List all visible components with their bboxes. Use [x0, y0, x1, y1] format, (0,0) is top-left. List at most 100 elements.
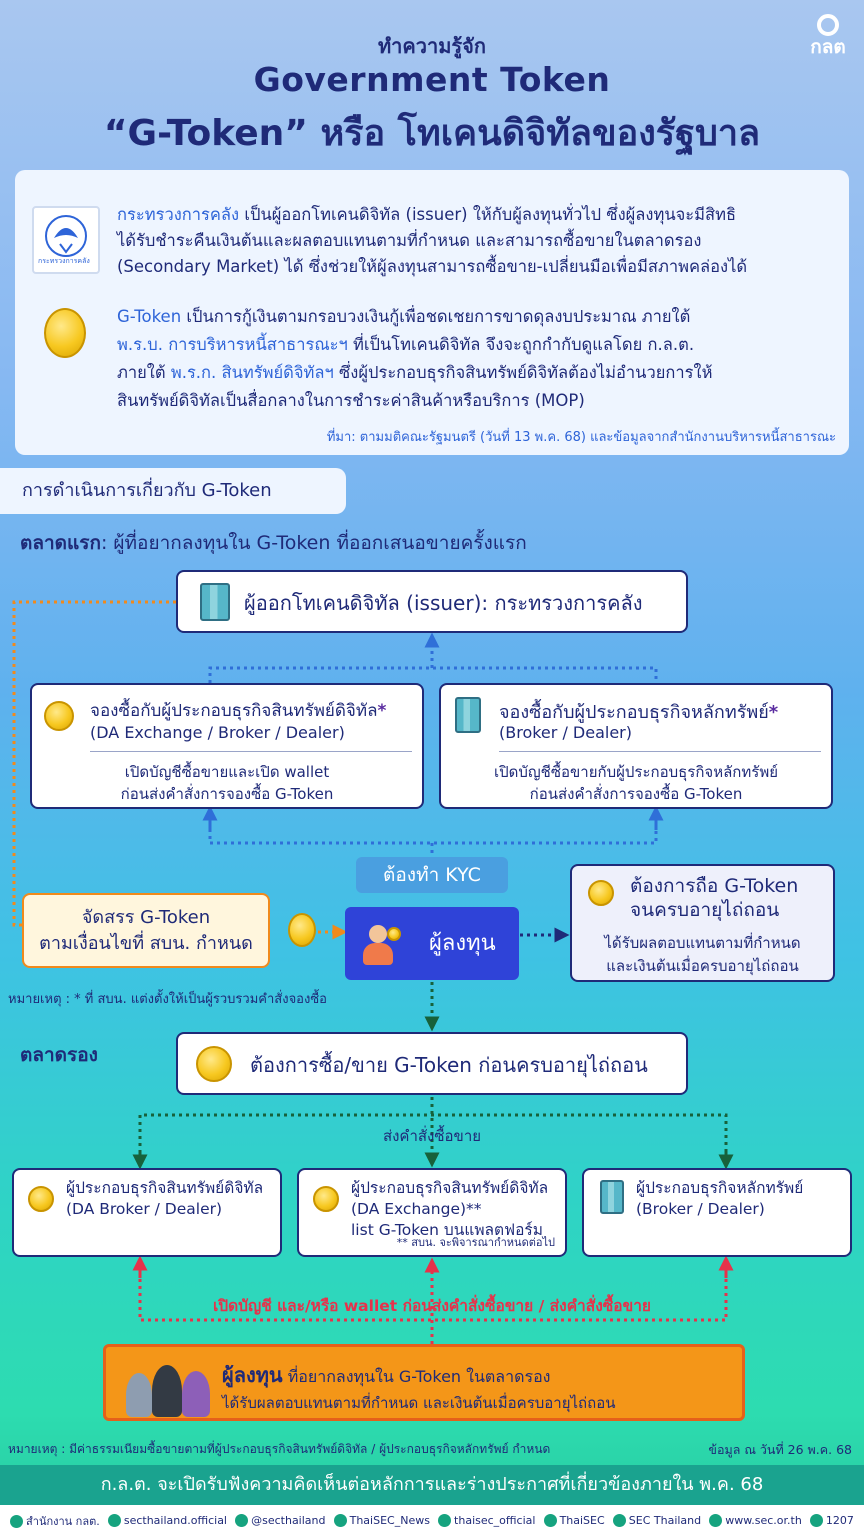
info-p2-text-b: ที่เป็นโทเคนดิจิทัล จึงจะถูกกำกับดูแลโดย… — [347, 335, 695, 354]
da-broker-icon — [28, 1186, 54, 1212]
da-exchange-box: ผู้ประกอบธุรกิจสินทรัพย์ดิจิทัล(DA Excha… — [297, 1168, 567, 1257]
da-broker-box: ผู้ประกอบธุรกิจสินทรัพย์ดิจิทัล (DA Broke… — [12, 1168, 282, 1257]
trade-before-maturity-box: ต้องการซื้อ/ขาย G-Token ก่อนครบอายุไถ่ถอ… — [176, 1032, 688, 1095]
send-order-label: ส่งคำสั่งซื้อขาย — [382, 1127, 482, 1145]
header-subtitle: ทำความรู้จัก — [377, 34, 486, 58]
footer-instagram[interactable]: secthailand.official — [107, 1513, 227, 1528]
appointment-note: หมายเหตุ : * ที่ สบน. แต่งตั้งให้เป็นผู้… — [8, 992, 327, 1007]
open-account-label: เปิดบัญชี และ/หรือ wallet ก่อนส่งคำสั่งซ… — [212, 1297, 652, 1315]
info-p1-line2: ได้รับชำระคืนเงินต้นและผลตอบแทนตามที่กำห… — [117, 231, 702, 250]
securities-building-icon — [600, 1180, 624, 1214]
info-p2-highlight: G-Token — [117, 307, 182, 326]
info-p1-highlight: กระทรวงการคลัง — [117, 205, 240, 224]
allocation-title: จัดสรร G-Token — [81, 907, 211, 928]
footer-office-text: สำนักงาน กลต. — [26, 1514, 100, 1528]
da-subscription-box: จองซื้อกับผู้ประกอบธุรกิจสินทรัพย์ดิจิทั… — [30, 683, 424, 809]
logo-text: กลต — [810, 36, 846, 58]
hand-coin-icon — [588, 880, 614, 906]
footer-youtube[interactable]: ThaiSEC — [543, 1513, 605, 1528]
footer-website-text: www.sec.or.th — [725, 1513, 802, 1527]
securities-subscription-box: จองซื้อกับผู้ประกอบธุรกิจหลักทรัพย์* (Br… — [439, 683, 833, 809]
info-p2-line3: ภายใต้ พ.ร.ก. สินทรัพย์ดิจิทัลฯ ซึ่งผู้ป… — [117, 360, 712, 386]
da-broker-sub: (DA Broker / Dealer) — [66, 1200, 223, 1218]
secondary-market-label: ตลาดรอง — [20, 1044, 98, 1066]
footer-facebook-text: SEC Thailand — [628, 1513, 702, 1527]
office-icon — [10, 1515, 24, 1528]
da-broker-title: ผู้ประกอบธุรกิจสินทรัพย์ดิจิทัล — [66, 1179, 264, 1197]
footer-x-text: ThaiSEC_News — [349, 1513, 430, 1527]
da-desc-2: ก่อนส่งคำสั่งการจองซื้อ G-Token — [120, 785, 334, 803]
globe-icon — [709, 1514, 723, 1528]
x-icon — [333, 1514, 347, 1528]
sec-title-text: จองซื้อกับผู้ประกอบธุรกิจหลักทรัพย์ — [499, 702, 769, 723]
building-icon — [200, 583, 230, 621]
investor-person-icon — [359, 921, 405, 967]
section-tab: การดำเนินการเกี่ยวกับ G-Token — [0, 468, 346, 514]
info-p2-pre: ภายใต้ — [117, 363, 171, 382]
investors-group-icon — [120, 1355, 216, 1417]
phone-icon — [809, 1514, 823, 1528]
source-note: ที่มา: ตามมติคณะรัฐมนตรี (วันที่ 13 พ.ค.… — [326, 430, 836, 445]
da-subscription-title: จองซื้อกับผู้ประกอบธุรกิจสินทรัพย์ดิจิทั… — [90, 697, 386, 724]
youtube-icon — [543, 1514, 557, 1528]
allocation-box: จัดสรร G-Token ตามเงื่อนไขที่ สบน. กำหนด — [22, 893, 270, 968]
social-footer: สำนักงาน กลต. secthailand.official @sect… — [0, 1505, 864, 1536]
securities-broker-box: ผู้ประกอบธุรกิจหลักทรัพย์(Broker / Deale… — [582, 1168, 852, 1257]
primary-market-desc: : ผู้ที่อยากลงทุนใน G-Token ที่ออกเสนอขา… — [100, 532, 527, 554]
footer-tiktok[interactable]: thaisec_official — [438, 1514, 535, 1528]
coin-icon — [44, 308, 86, 358]
allocation-condition: ตามเงื่อนไขที่ สบน. กำหนด — [39, 933, 253, 954]
secondary-investor-bold: ผู้ลงทุน — [222, 1363, 283, 1387]
hold-title-2: จนครบอายุไถ่ถอน — [630, 899, 780, 921]
da-exchange-listing: list G-Token บนแพลตฟอร์ม — [351, 1221, 543, 1239]
da-exchange-footnote: ** สบน. จะพิจารณากำหนดต่อไป — [396, 1236, 555, 1249]
divider — [90, 751, 412, 752]
secondary-investor-box: ผู้ลงทุน ที่อยากลงทุนใน G-Token ในตลาดรอ… — [103, 1344, 745, 1421]
fee-note: หมายเหตุ : มีค่าธรรมเนียมซื้อขายตามที่ผู… — [8, 1442, 551, 1456]
da-subscription-sub: (DA Exchange / Broker / Dealer) — [90, 723, 345, 742]
hold-desc-2: และเงินต้นเมื่อครบอายุไถ่ถอน — [606, 957, 799, 975]
sec-desc-2: ก่อนส่งคำสั่งการจองซื้อ G-Token — [529, 785, 743, 803]
footer-hotline[interactable]: 1207 — [809, 1514, 854, 1528]
footer-website[interactable]: www.sec.or.th — [709, 1514, 802, 1528]
header-title: Government Token — [253, 60, 611, 99]
token-coin-icon — [288, 913, 316, 947]
hearing-announcement: ก.ล.ต. จะเปิดรับฟังความคิดเห็นต่อหลักการ… — [0, 1465, 864, 1505]
da-desc-1: เปิดบัญชีซื้อขายและเปิด wallet — [124, 763, 330, 781]
sec-desc-1: เปิดบัญชีซื้อขายกับผู้ประกอบธุรกิจหลักทร… — [493, 763, 779, 781]
footer-x[interactable]: ThaiSEC_News — [333, 1513, 430, 1528]
facebook-icon — [612, 1514, 626, 1528]
investor-box: ผู้ลงทุน — [345, 907, 519, 980]
info-p2-text-a: เป็นการกู้เงินตามกรอบวงเงินกู้เพื่อชดเชย… — [181, 307, 691, 326]
data-date: ข้อมูล ณ วันที่ 26 พ.ค. 68 — [708, 1442, 852, 1457]
da-exchange-sub: (DA Exchange)** — [351, 1200, 482, 1218]
sec-subscription-sub: (Broker / Dealer) — [499, 723, 632, 742]
info-card: กระทรวงการคลัง เป็นผู้ออกโทเคนดิจิทัล (i… — [15, 170, 849, 455]
issuer-text: ผู้ออกโทเคนดิจิทัล (issuer): กระทรวงการค… — [244, 591, 643, 615]
da-title-star: * — [377, 701, 387, 721]
sec-subscription-title: จองซื้อกับผู้ประกอบธุรกิจหลักทรัพย์* — [499, 697, 778, 726]
footer-facebook[interactable]: SEC Thailand — [612, 1513, 702, 1528]
footer-line[interactable]: @secthailand — [235, 1513, 326, 1528]
primary-market-label: ตลาดแรก: ผู้ที่อยากลงทุนใน G-Token ที่ออ… — [20, 528, 527, 558]
secondary-investor-title: ผู้ลงทุน ที่อยากลงทุนใน G-Token ในตลาดรอ… — [222, 1359, 550, 1391]
line-icon — [235, 1514, 249, 1528]
divider — [499, 751, 821, 752]
issuer-box: ผู้ออกโทเคนดิจิทัล (issuer): กระทรวงการค… — [176, 570, 688, 633]
footer-tiktok-text: thaisec_official — [454, 1513, 536, 1527]
securities-broker-title: ผู้ประกอบธุรกิจหลักทรัพย์ — [636, 1179, 804, 1197]
office-building-icon — [455, 697, 481, 733]
da-broker-text: ผู้ประกอบธุรกิจสินทรัพย์ดิจิทัล (DA Broke… — [66, 1178, 263, 1220]
info-p2-line4: สินทรัพย์ดิจิทัลเป็นสื่อกลางในการชำระค่า… — [117, 391, 585, 410]
footer-line-text: @secthailand — [251, 1513, 326, 1527]
info-p2-decree: พ.ร.ก. สินทรัพย์ดิจิทัลฯ — [170, 363, 334, 382]
footer-instagram-text: secthailand.official — [123, 1513, 227, 1527]
hold-desc-1: ได้รับผลตอบแทนตามที่กำหนด — [604, 934, 801, 952]
sec-title-star: * — [768, 702, 779, 723]
sec-subscription-desc: เปิดบัญชีซื้อขายกับผู้ประกอบธุรกิจหลักทร… — [441, 761, 831, 805]
securities-broker-text: ผู้ประกอบธุรกิจหลักทรัพย์(Broker / Deale… — [636, 1178, 803, 1220]
sec-logo: กลต — [808, 14, 848, 60]
footer-office[interactable]: สำนักงาน กลต. — [10, 1512, 100, 1530]
footer-youtube-text: ThaiSEC — [559, 1513, 605, 1527]
